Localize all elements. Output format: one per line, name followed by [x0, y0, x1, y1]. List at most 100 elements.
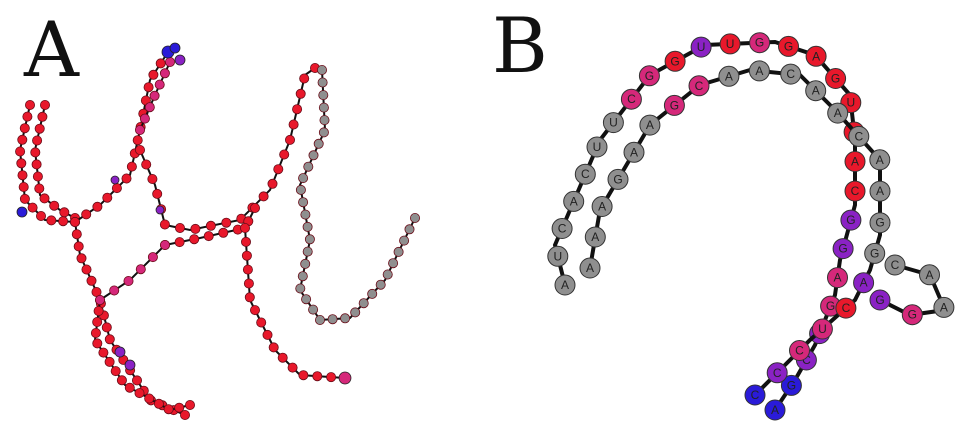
- inner-strand-node: [848, 125, 870, 147]
- outer-strand-base-label: U: [593, 140, 602, 154]
- inner-strand-node: [688, 75, 710, 97]
- nucleotide-node-a: [144, 393, 155, 404]
- outer-strand-base-label: U: [609, 116, 618, 130]
- nucleotide-node-a: [292, 104, 303, 115]
- nucleotide-node-a: [39, 193, 50, 204]
- outer-strand-node: [832, 238, 854, 260]
- nucleotide-node-a: [92, 338, 103, 349]
- nucleotide-node-a: [131, 375, 142, 386]
- nucleotide-node-a: [135, 264, 146, 275]
- nucleotide-node-a: [288, 119, 299, 130]
- nucleotide-node-a: [81, 264, 92, 275]
- nucleotide-node-a: [240, 236, 251, 247]
- nucleotide-node-a: [308, 304, 319, 315]
- nucleotide-node-a: [375, 279, 386, 290]
- inner-strand-node: [748, 60, 770, 82]
- nucleotide-node-a: [17, 170, 28, 181]
- nucleotide-node-a: [17, 134, 28, 145]
- nucleotide-node-a: [98, 347, 109, 358]
- nucleotide-node-a: [123, 275, 134, 286]
- nucleotide-node-a: [92, 201, 103, 212]
- nucleotide-node-a: [174, 222, 185, 233]
- nucleotide-node-a: [111, 183, 122, 194]
- inner-strand-node: [639, 114, 661, 136]
- nucleotide-node-a: [262, 329, 273, 340]
- nucleotide-node-a: [295, 283, 306, 294]
- outer-strand-base-label: U: [697, 40, 706, 54]
- nucleotide-node-a: [101, 322, 112, 333]
- panel-label-b: B: [492, 1, 548, 90]
- outer-strand-node: [719, 33, 741, 55]
- outer-strand-node: [780, 374, 802, 396]
- nucleotide-node-a: [393, 246, 404, 257]
- nucleotide-node-a: [300, 258, 311, 269]
- inner-strand-node: [869, 180, 891, 202]
- nucleotide-node-a: [124, 382, 135, 393]
- nucleotide-node-a: [159, 239, 170, 250]
- nucleotide-node-a: [382, 269, 393, 280]
- nucleotide-node-a: [258, 191, 269, 202]
- nucleotide-node-a: [313, 138, 324, 149]
- nucleotide-node-a: [81, 209, 92, 220]
- inner-strand-base-label: C: [695, 79, 704, 93]
- inner-strand-base-label: A: [812, 84, 820, 98]
- outer-strand-base-label: G: [755, 36, 764, 50]
- nucleotide-node-a: [18, 181, 29, 192]
- nucleotide-node-a: [190, 223, 201, 234]
- inner-strand-base-label: A: [630, 145, 638, 159]
- outer-strand-base-label: A: [570, 194, 578, 208]
- hairpin-loop-node: [933, 296, 955, 318]
- nucleotide-node-a: [164, 57, 175, 68]
- inner-strand-base-label: A: [646, 118, 654, 132]
- nucleotide-node-a: [302, 221, 313, 232]
- nucleotide-node-a: [249, 202, 260, 213]
- nucleotide-node-a: [388, 258, 399, 269]
- nucleotide-node-a: [34, 123, 45, 134]
- nucleotide-node-a: [273, 164, 284, 175]
- nucleotide-node-a: [297, 271, 308, 282]
- nucleotide-node-a: [277, 352, 288, 363]
- outer-strand-base-label: G: [787, 378, 796, 392]
- nucleotide-node-a: [134, 125, 145, 136]
- outer-strand-node: [620, 88, 642, 110]
- nucleotide-node-a: [268, 342, 279, 353]
- nucleotide-node-a: [116, 375, 127, 386]
- hairpin-loop-node: [919, 264, 940, 286]
- outer-strand-base-label: G: [670, 54, 679, 68]
- inner-strand-node: [607, 168, 629, 190]
- nucleotide-node-a: [318, 127, 329, 138]
- nucleotide-node-a: [71, 229, 82, 240]
- nucleotide-node-a: [189, 234, 200, 245]
- outer-strand-base-label: G: [838, 242, 847, 256]
- backbone-edge-a: [298, 69, 416, 322]
- inner-strand-node: [789, 340, 810, 361]
- inner-strand-node: [744, 384, 766, 406]
- outer-strand-base-label: C: [851, 184, 860, 198]
- inner-strand-base-label: G: [875, 216, 884, 230]
- inner-strand-base-label: C: [842, 301, 851, 315]
- nucleotide-node-a: [86, 275, 97, 286]
- nucleotide-node-a: [319, 115, 330, 126]
- nucleotide-node-a: [243, 278, 254, 289]
- nucleotide-node-a: [19, 123, 30, 134]
- inner-strand-base-label: C: [773, 366, 782, 380]
- outer-strand-node: [547, 245, 569, 267]
- nucleotide-node-a: [121, 173, 132, 184]
- nucleotide-node-a: [154, 79, 165, 90]
- nucleotide-node-a: [304, 234, 315, 245]
- nucleotide-node-a: [95, 294, 106, 305]
- outer-strand-base-label: U: [553, 249, 562, 263]
- nucleotide-node-a: [221, 217, 232, 228]
- inner-strand-node: [864, 242, 886, 264]
- nucleotide-node-a: [110, 175, 120, 185]
- nucleotide-node-a: [124, 359, 136, 371]
- nucleotide-node-a: [340, 313, 351, 324]
- nucleotide-node-a: [16, 206, 28, 218]
- outer-strand-base-label: A: [812, 49, 820, 63]
- inner-strand-node: [811, 318, 833, 340]
- nucleotide-node-a: [267, 178, 278, 189]
- nucleotide-node-a: [144, 102, 155, 113]
- inner-strand-node: [869, 212, 891, 234]
- inner-strand-base-label: A: [876, 184, 884, 198]
